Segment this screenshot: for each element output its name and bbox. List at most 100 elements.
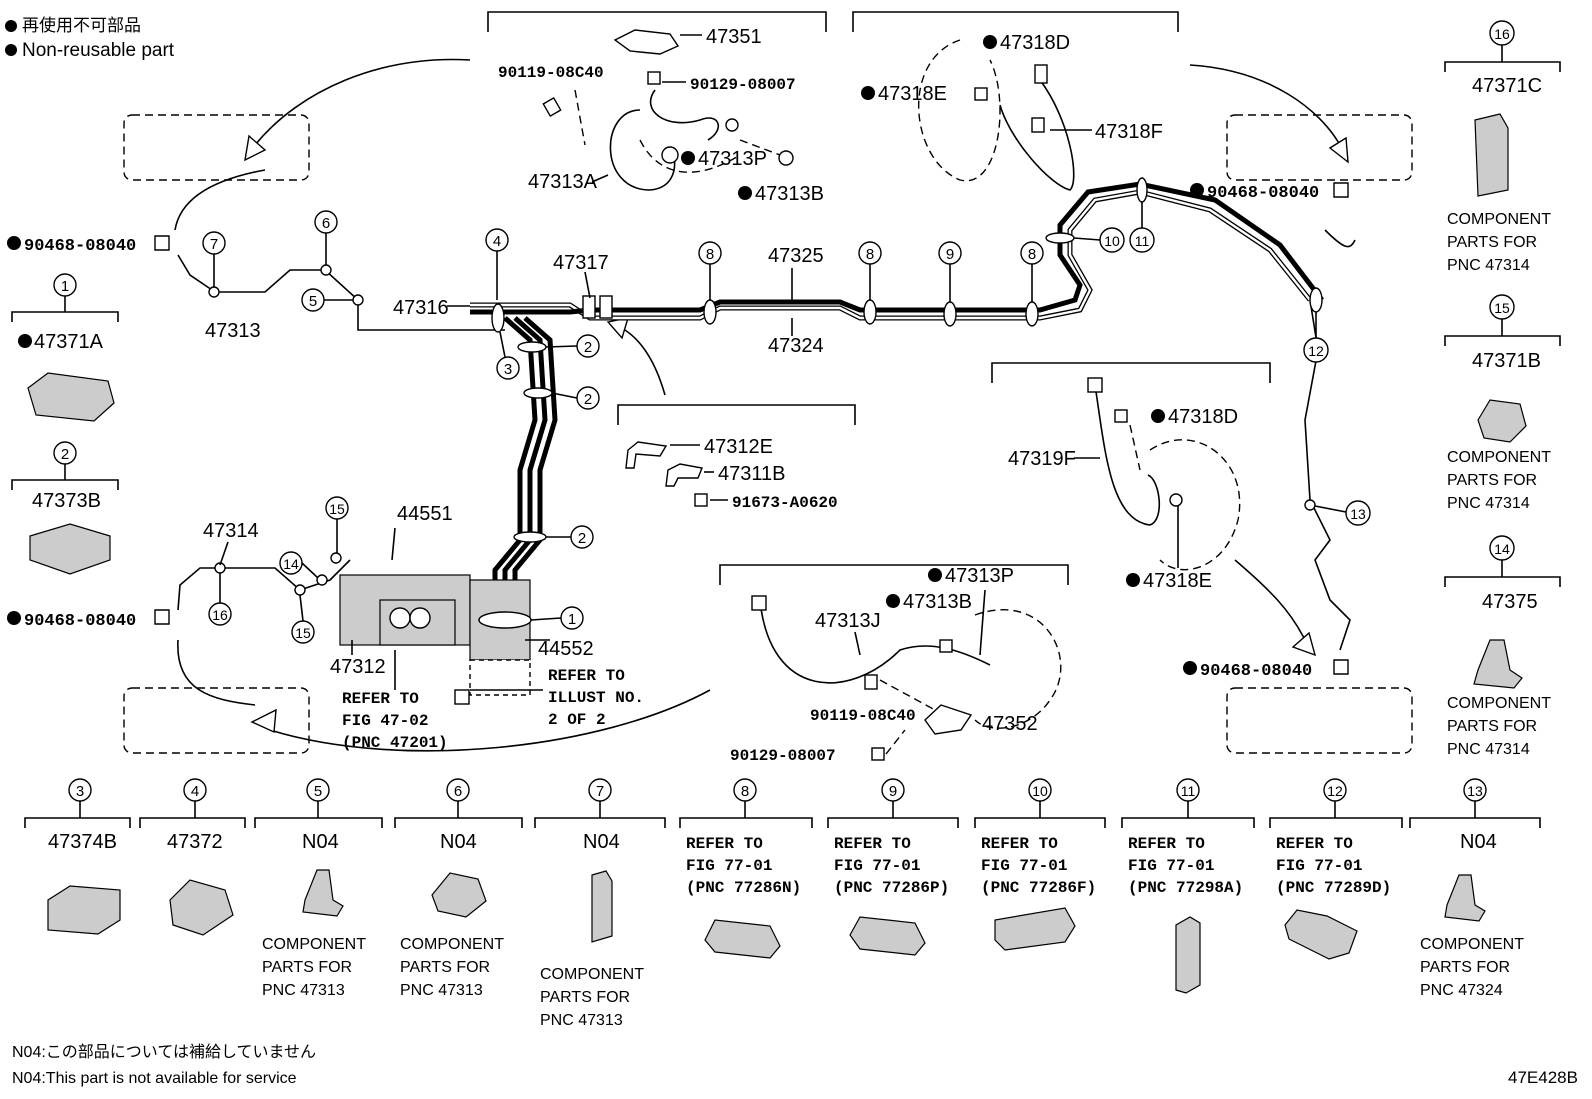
callout-44551: 44551 [397, 503, 453, 525]
svg-text:PNC 47314: PNC 47314 [1447, 495, 1530, 512]
footnote-en: N04:This part is not available for servi… [12, 1070, 297, 1087]
side-part-1: 1 47371A [11, 273, 119, 422]
num-circle: 13 [1314, 500, 1371, 526]
detail-group-47318F: 47318D 47318E 47318F [852, 11, 1179, 191]
callout-47313B: 47313B [755, 183, 824, 205]
num-circle: 10 [1073, 227, 1125, 253]
wheel-area-rear-left [123, 687, 310, 754]
callout-47317: 47317 [553, 252, 609, 274]
detail-group-47351: 47351 90119-08C40 90129-08007 47313P 473… [487, 11, 827, 205]
note-line: (PNC 47201) [342, 734, 448, 752]
svg-text:13: 13 [1467, 783, 1483, 799]
svg-text:12: 12 [1327, 783, 1343, 799]
note-refer-fig-47-02: REFER TO FIG 47-02 (PNC 47201) [342, 690, 448, 752]
svg-text:PARTS FOR: PARTS FOR [540, 989, 630, 1006]
callout-47318E-top: 47318E [878, 83, 947, 105]
figure-id: 47E428B [1508, 1068, 1578, 1087]
svg-text:FIG 77-01: FIG 77-01 [834, 857, 920, 875]
svg-text:PNC 47314: PNC 47314 [1447, 257, 1530, 274]
svg-text:8: 8 [741, 783, 749, 800]
footnote-jp: N04:この部品については補給していません [12, 1043, 316, 1061]
note-refer-illust: REFER TO ILLUST NO. 2 OF 2 [548, 667, 644, 729]
svg-text:9: 9 [946, 246, 954, 263]
svg-text:9: 9 [889, 783, 897, 800]
num-circle: 16 [208, 573, 232, 626]
svg-text:12: 12 [1308, 343, 1324, 359]
svg-text:14: 14 [1494, 541, 1510, 557]
num-circle: 12 [1303, 312, 1329, 363]
svg-text:PNC 47314: PNC 47314 [1447, 741, 1530, 758]
part-47372: 47372 [167, 831, 223, 853]
svg-text:(PNC 77286F): (PNC 77286F) [981, 879, 1096, 897]
svg-text:REFER TO: REFER TO [686, 835, 763, 853]
bottom-part-4: 4 47372 [139, 778, 246, 936]
callout-47313A: 47313A [528, 171, 598, 193]
callout-47318F: 47318F [1095, 121, 1163, 143]
svg-text:8: 8 [866, 246, 874, 263]
num-circle: 8 [698, 241, 722, 300]
detail-group-47319F: 47318D 47319F 47318E [991, 362, 1271, 592]
svg-text:13: 13 [1350, 506, 1366, 522]
abs-actuator [339, 574, 550, 705]
part-47371A: 47371A [34, 331, 104, 353]
union-fittings: 90468-08040 90468-08040 90468-08040 9046… [7, 182, 1349, 681]
callout-47313P-lower: 47313P [945, 565, 1014, 587]
num-circle: 7 [202, 231, 226, 287]
bottom-part-10: 10 REFER TO FIG 77-01 (PNC 77286F) [974, 778, 1106, 951]
num-circle: 5 [301, 288, 353, 312]
callout-47318E-mid: 47318E [1143, 570, 1212, 592]
num-circle: 8 [1020, 241, 1044, 302]
right-part-14: 14 47375 COMPONENT PARTS FOR PNC 47314 [1444, 535, 1561, 758]
num-circle: 2 [551, 386, 600, 410]
num-circle: 2 [545, 334, 600, 358]
svg-text:7: 7 [596, 783, 604, 800]
svg-text:2: 2 [578, 530, 586, 547]
svg-text:(PNC 77298A): (PNC 77298A) [1128, 879, 1243, 897]
svg-text:(PNC 77286N): (PNC 77286N) [686, 879, 801, 897]
svg-text:4: 4 [493, 233, 501, 250]
part-47375: 47375 [1482, 591, 1538, 613]
callout-91673-A0620: 91673-A0620 [732, 494, 838, 512]
callout-47312E: 47312E [704, 436, 773, 458]
svg-text:COMPONENT: COMPONENT [1447, 449, 1551, 466]
callout-90129-08007: 90129-08007 [690, 76, 796, 94]
callout-47316: 47316 [393, 297, 449, 319]
svg-text:REFER TO: REFER TO [981, 835, 1058, 853]
svg-text:14: 14 [283, 556, 299, 572]
note-line: ILLUST NO. [548, 689, 644, 707]
svg-text:(PNC 77289D): (PNC 77289D) [1276, 879, 1391, 897]
callout-47311B: 47311B [718, 463, 785, 485]
svg-text:PARTS FOR: PARTS FOR [262, 959, 352, 976]
svg-text:FIG 77-01: FIG 77-01 [686, 857, 772, 875]
svg-text:PARTS FOR: PARTS FOR [400, 959, 490, 976]
callout-47324: 47324 [768, 335, 824, 357]
callout-47314: 47314 [203, 520, 259, 542]
callout-90468-rl: 90468-08040 [24, 612, 136, 631]
part-N04: N04 [583, 831, 620, 853]
svg-text:REFER TO: REFER TO [1276, 835, 1353, 853]
callout-47318D-top: 47318D [1000, 32, 1070, 54]
svg-text:PARTS FOR: PARTS FOR [1447, 718, 1537, 735]
legend-en: Non-reusable part [22, 40, 175, 61]
svg-text:4: 4 [191, 783, 199, 800]
svg-text:FIG 77-01: FIG 77-01 [1276, 857, 1362, 875]
part-47371C: 47371C [1472, 75, 1542, 97]
part-47371B: 47371B [1472, 350, 1541, 372]
bullet-icon [5, 44, 17, 56]
svg-text:6: 6 [454, 783, 462, 800]
legend: 再使用不可部品 Non-reusable part [5, 15, 175, 61]
svg-text:2: 2 [584, 339, 592, 356]
detail-group-47313J: 47313P 47313B 47313J 90119-08C40 47352 9… [719, 564, 1069, 765]
bullet-icon [5, 20, 17, 32]
svg-text:COMPONENT: COMPONENT [400, 936, 504, 953]
callout-47325: 47325 [768, 245, 824, 267]
wheel-area-rear-right [1226, 687, 1413, 754]
svg-text:COMPONENT: COMPONENT [1447, 695, 1551, 712]
callout-90468-fr: 90468-08040 [1207, 184, 1319, 203]
svg-text:PNC 47313: PNC 47313 [262, 982, 345, 999]
callout-47313J: 47313J [815, 610, 881, 632]
callout-90129-08007-lower: 90129-08007 [730, 747, 836, 765]
bottom-part-7: 7 N04 COMPONENT PARTS FOR PNC 47313 [534, 778, 666, 1029]
note-line: REFER TO [548, 667, 625, 685]
callout-47351: 47351 [706, 26, 762, 48]
